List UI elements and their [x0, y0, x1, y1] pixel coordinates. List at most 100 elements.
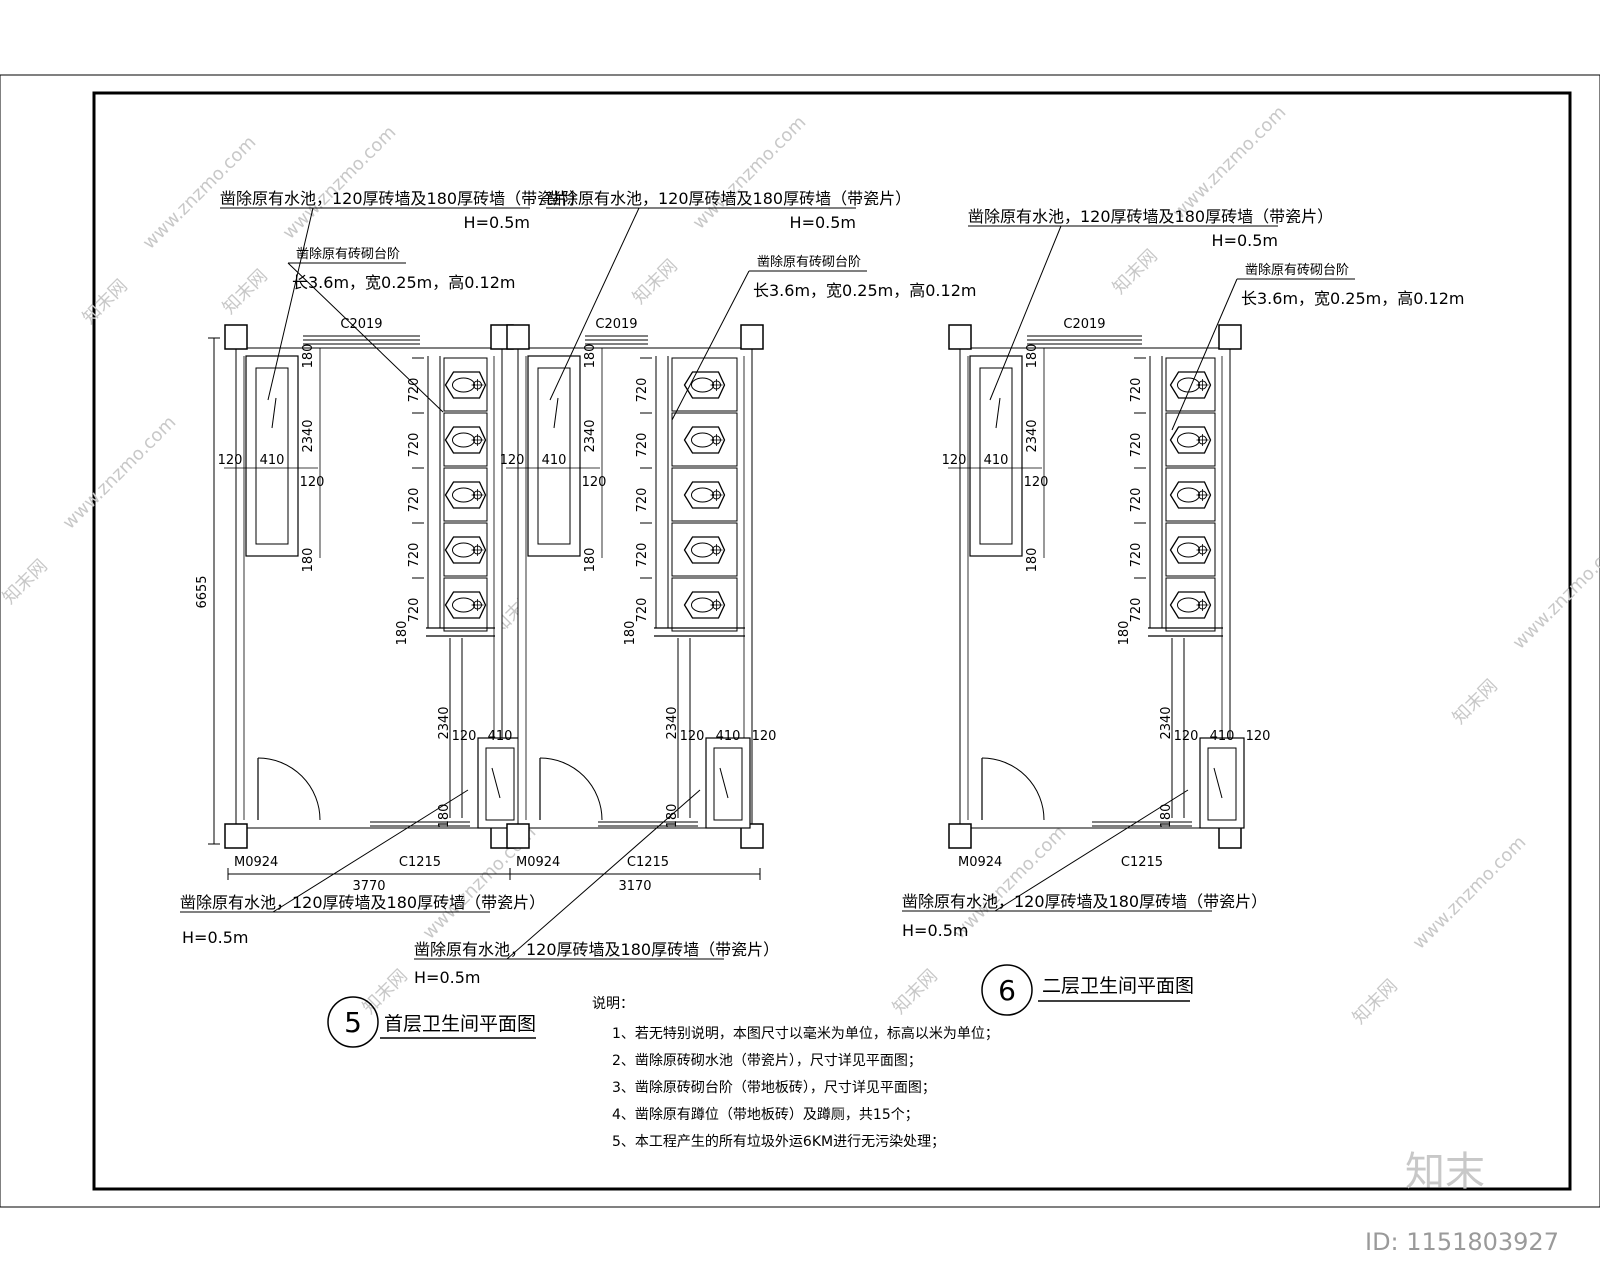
- window-tag: C1215: [399, 855, 441, 870]
- dim-120: 120: [300, 475, 325, 490]
- plan-5-number-circle: [327, 996, 379, 1048]
- dim-120: 120: [452, 729, 477, 744]
- dim-720: 720: [635, 433, 650, 458]
- dim-120: 120: [1246, 729, 1271, 744]
- dim-720: 720: [635, 378, 650, 403]
- toilet-outline: [444, 481, 487, 509]
- column: [948, 324, 972, 350]
- sheet-border: [0, 74, 1600, 1208]
- stall-cubicle: [443, 577, 488, 632]
- callout-step-size-text: 长3.6m，宽0.25m，高0.12m: [753, 281, 976, 300]
- dim-2340: 2340: [1159, 706, 1174, 739]
- stall-cubicle: [1165, 522, 1216, 577]
- name-watermark: 知末网: [629, 256, 682, 309]
- dim-720: 720: [1129, 488, 1144, 513]
- plan-5-title: 首层卫生间平面图: [384, 1013, 536, 1035]
- squat-toilet-symbol: [683, 371, 726, 399]
- toilet-outline: [1169, 536, 1212, 564]
- squat-toilet-symbol: [444, 426, 487, 454]
- squat-toilet-symbol: [444, 371, 487, 399]
- stall-cubicle: [671, 357, 738, 412]
- dim-2340: 2340: [665, 706, 680, 739]
- dim-720: 720: [635, 543, 650, 568]
- toilet-outline: [683, 426, 726, 454]
- notes-item-2: 2、凿除原砖砌水池（带瓷片），尺寸详见平面图；: [612, 1053, 922, 1069]
- callout-basin-text: 凿除原有水池，120厚砖墙及180厚砖墙（带瓷片）: [180, 893, 545, 912]
- door-swing-arc: [257, 757, 321, 821]
- dim-180: 180: [395, 621, 410, 646]
- annotations-layer: 凿除原有水池，120厚砖墙及180厚砖墙（带瓷片）H=0.5m凿除原有水池，12…: [180, 189, 1464, 987]
- site-watermark: www.znzmo.com: [59, 412, 181, 534]
- callout-height-text: H=0.5m: [790, 213, 856, 232]
- callout-basin-text: 凿除原有水池，120厚砖墙及180厚砖墙（带瓷片）: [220, 189, 585, 208]
- dim-2340: 2340: [437, 706, 452, 739]
- dim-720: 720: [635, 488, 650, 513]
- demolition-callout: 凿除原有水池，120厚砖墙及180厚砖墙（带瓷片）H=0.5m: [546, 189, 911, 401]
- column: [224, 324, 248, 350]
- column: [224, 823, 248, 849]
- callout-basin-text: 凿除原有水池，120厚砖墙及180厚砖墙（带瓷片）: [902, 892, 1267, 911]
- brand-watermark: 知末: [1405, 1149, 1485, 1195]
- stall-cubicle: [671, 522, 738, 577]
- dim-2340: 2340: [1025, 419, 1040, 452]
- callout-step-text: 凿除原有砖砌台阶: [296, 247, 400, 262]
- plan-6-number: 6: [998, 974, 1016, 1007]
- name-watermark: 知末网: [889, 966, 942, 1019]
- dim-180: 180: [583, 344, 598, 369]
- dim-room-width: 3770: [352, 879, 385, 894]
- column: [506, 324, 530, 350]
- plans-layer: C201972072072072072018041012012023401801…: [195, 317, 1270, 894]
- dim-180: 180: [301, 548, 316, 573]
- notes-item-4: 4、凿除原有蹲位（带地板砖）及蹲厕，共15个；: [612, 1107, 919, 1123]
- stall-cubicle: [1165, 577, 1216, 632]
- notes-item-1: 1、若无特别说明，本图尺寸以毫米为单位，标高以米为单位；: [612, 1025, 999, 1042]
- squat-toilet-symbol: [1169, 426, 1212, 454]
- stall-cubicle: [443, 467, 488, 522]
- basin-inner: [537, 367, 571, 545]
- callout-leader: [549, 207, 640, 401]
- squat-toilet-symbol: [683, 591, 726, 619]
- notes-block: 说明： 1、若无特别说明，本图尺寸以毫米为单位，标高以米为单位； 2、凿除原砖砌…: [592, 996, 999, 1150]
- stall-cubicle: [1165, 467, 1216, 522]
- dim-720: 720: [635, 598, 650, 623]
- dim-720: 720: [407, 433, 422, 458]
- callout-step-text: 凿除原有砖砌台阶: [1245, 263, 1349, 278]
- toilet-outline: [1169, 426, 1212, 454]
- name-watermark: 知末网: [0, 556, 52, 609]
- stall-cubicle: [443, 522, 488, 577]
- dim-180: 180: [665, 804, 680, 829]
- stall-cubicle: [671, 577, 738, 632]
- dim-2340: 2340: [301, 419, 316, 452]
- column: [740, 823, 764, 849]
- demolition-callout: 凿除原有水池，120厚砖墙及180厚砖墙（带瓷片）: [180, 789, 545, 913]
- stall-cubicle: [671, 412, 738, 467]
- callout-leader: [287, 262, 444, 413]
- drawing-frame: [92, 91, 1572, 1191]
- stall-cubicle: [671, 467, 738, 522]
- callout-basin-text: 凿除原有水池，120厚砖墙及180厚砖墙（带瓷片）: [414, 940, 779, 959]
- dim-720: 720: [1129, 598, 1144, 623]
- dim-120: 120: [942, 453, 967, 468]
- demolition-callout: 凿除原有水池，120厚砖墙及180厚砖墙（带瓷片）: [902, 789, 1267, 912]
- squat-toilet-symbol: [683, 426, 726, 454]
- site-watermark: www.znzmo.com: [1169, 102, 1291, 224]
- squat-toilet-symbol: [683, 536, 726, 564]
- dim-120: 120: [218, 453, 243, 468]
- window-tag: C2019: [1063, 317, 1105, 332]
- callout-step-size-text: 长3.6m，宽0.25m，高0.12m: [292, 273, 515, 292]
- titles-layer: 5 首层卫生间平面图 6 二层卫生间平面图: [327, 964, 1194, 1048]
- dim-720: 720: [1129, 433, 1144, 458]
- stall-cubicle: [443, 412, 488, 467]
- dim-room-width: 3170: [618, 879, 651, 894]
- dim-120: 120: [500, 453, 525, 468]
- column: [740, 324, 764, 350]
- basin-leader: [719, 767, 729, 799]
- basin-leader: [553, 397, 559, 429]
- toilet-outline: [683, 591, 726, 619]
- window-tag: C2019: [595, 317, 637, 332]
- name-watermark: 知末网: [1109, 246, 1162, 299]
